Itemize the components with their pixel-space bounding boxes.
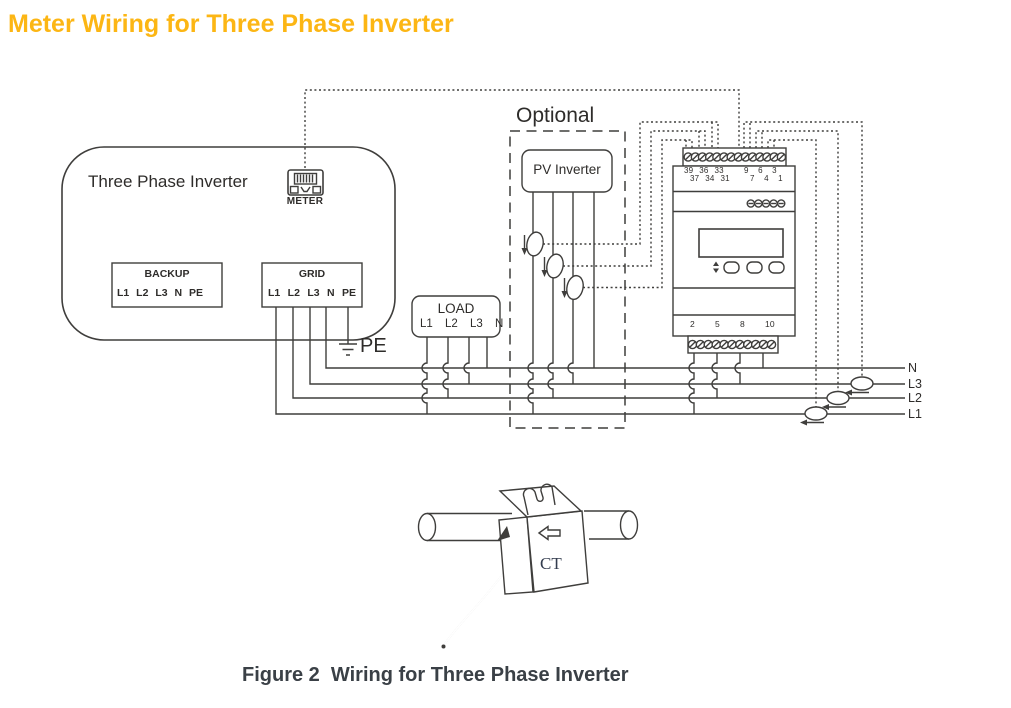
pv-ct-coils (521, 231, 584, 301)
meter-port-icon (287, 169, 324, 196)
grid-ct-arrow-icons (800, 389, 869, 426)
ground-symbol (339, 343, 357, 356)
meter-button (723, 261, 740, 274)
load-label: LOAD (437, 301, 475, 316)
pv-inverter-box (521, 149, 613, 193)
down-arrow-icon (713, 268, 719, 273)
grid-wires (275, 307, 905, 415)
backup-terminals: L1 L2 L3 N PE (117, 287, 204, 299)
meter-terminals-right-top: 9 6 3 (744, 166, 777, 175)
grid-ct-coils (800, 376, 874, 426)
backup-label: BACKUP (144, 268, 190, 280)
clamp-front-face (526, 510, 589, 593)
clamp-latch (522, 483, 556, 516)
bus-label-l3: L3 (908, 377, 922, 391)
meter-body (672, 165, 796, 337)
load-wires (421, 337, 488, 414)
backup-terminal-block (111, 262, 223, 308)
inverter-box (61, 146, 396, 341)
inverter-label: Three Phase Inverter (88, 172, 248, 191)
grid-terminals: L1 L2 L3 N PE (268, 287, 357, 299)
bus-label-l1: L1 (908, 407, 922, 421)
meter-terminals-right-bottom: 7 4 1 (750, 173, 783, 183)
meter-button (768, 261, 785, 274)
grid-terminal-block (261, 262, 363, 308)
cable-left (417, 512, 512, 542)
meter-comm-line (304, 89, 740, 188)
ct-label: CT (540, 554, 562, 573)
energy-meter (672, 147, 796, 354)
load-box (411, 295, 501, 338)
meter-terminals-bottom: 2 5 8 10 (690, 319, 775, 329)
bus-label-l2: L2 (908, 391, 922, 405)
page-title: Meter Wiring for Three Phase Inverter (8, 10, 454, 38)
meter-display (698, 228, 784, 258)
load-terminals: L1 L2 L3 N (420, 318, 504, 330)
pv-ct-arrow-icons (521, 235, 568, 298)
meter-terminals-left-bottom: 37 34 31 (690, 173, 730, 183)
meter-button (746, 261, 763, 274)
bus-label-n: N (908, 361, 918, 375)
clamp-lock-arrow-icon (497, 526, 510, 541)
pe-ground-label: PE (360, 335, 387, 357)
grid-label: GRID (298, 268, 326, 280)
ct-clamp-illustration (417, 483, 639, 649)
up-arrow-icon (713, 261, 719, 266)
figure-caption: Figure 2 Wiring for Three Phase Inverter (242, 664, 629, 686)
pv-inverter-label: PV Inverter (533, 162, 601, 177)
ct-signal-lines-right (743, 121, 863, 407)
clamp-direction-arrow-icon (537, 525, 561, 541)
meter-buttons (713, 261, 785, 274)
meter-led-row (746, 199, 786, 208)
ct-signal-lines-left (543, 121, 719, 289)
meter-voltage-wires (688, 353, 764, 414)
meter-terminals-left-top: 39 36 33 (684, 166, 724, 175)
meter-port-label: METER (286, 196, 324, 207)
cable-right (584, 510, 639, 540)
optional-boundary (509, 130, 626, 429)
optional-label: Optional (516, 104, 595, 127)
pv-wires (527, 192, 595, 414)
